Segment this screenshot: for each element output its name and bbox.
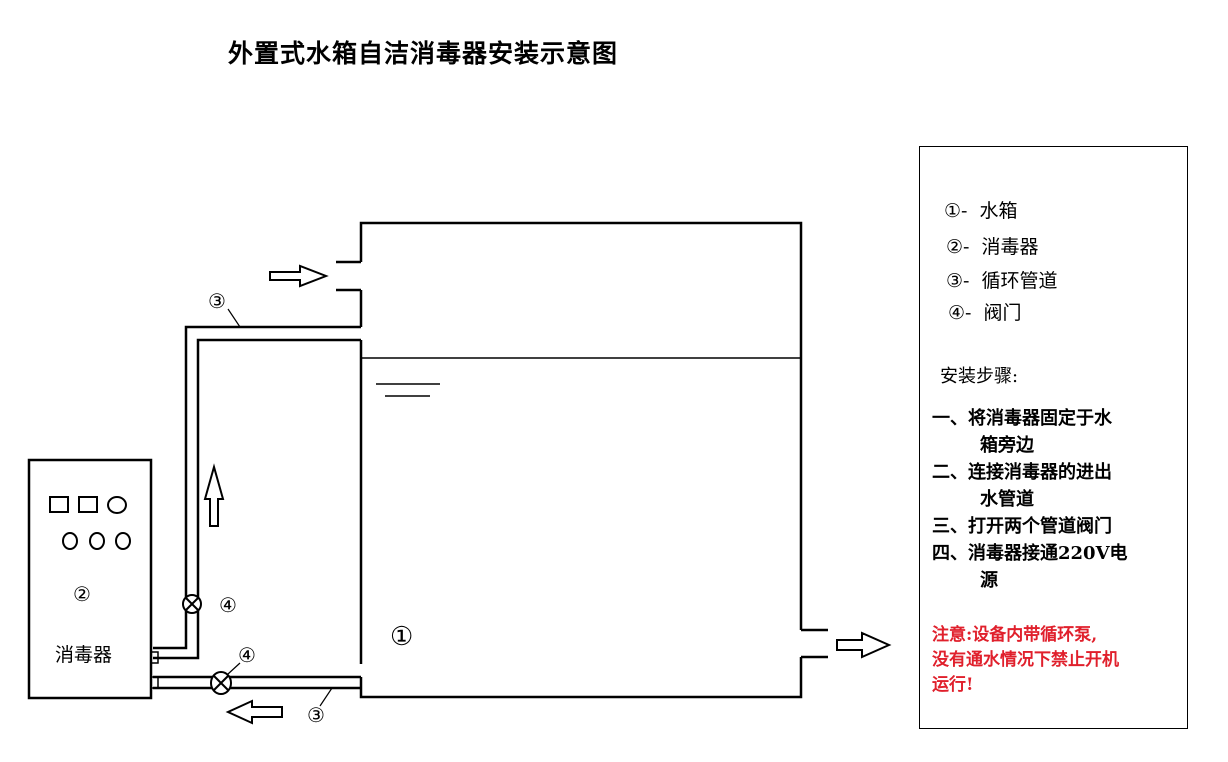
note-line-2: 没有通水情况下禁止开机 — [932, 650, 1119, 670]
callout-valve-upper: ④ — [219, 593, 237, 617]
step-3-line-1: 三、打开两个管道阀门 — [932, 516, 1112, 537]
water-tank — [359, 221, 803, 699]
leader-pipe-bottom — [319, 687, 333, 707]
disinfector-square-2 — [78, 496, 98, 513]
legend-item-4-num: ④- — [948, 302, 972, 324]
disinfector-knob-2 — [62, 532, 78, 550]
legend-item-1-num: ①- — [944, 200, 968, 222]
step-2-line-1: 二、连接消毒器的进出 — [932, 462, 1112, 483]
upper-pipe-outer — [153, 325, 361, 650]
callout-valve-lower: ④ — [238, 643, 256, 667]
tank-outline-right-lower — [359, 657, 803, 699]
callout-pipe-top: ③ — [208, 289, 226, 313]
legend-item-1: ①- 水箱 — [944, 196, 1018, 223]
valve-upper — [182, 594, 202, 614]
arrow-up-icon — [203, 463, 225, 527]
legend-item-2-text: 消毒器 — [981, 236, 1039, 258]
legend-item-2: ②- 消毒器 — [946, 232, 1039, 259]
upper-pipe-inner — [153, 338, 361, 660]
legend-item-4-text: 阀门 — [983, 302, 1022, 324]
legend-panel — [919, 146, 1188, 729]
disinfector-knob-4 — [115, 532, 131, 550]
valve-lower — [210, 671, 232, 695]
note-line-1: 注意:设备内带循环泵, — [932, 625, 1098, 645]
step-1-line-2: 箱旁边 — [980, 435, 1034, 456]
legend-item-3: ③- 循环管道 — [946, 266, 1058, 293]
arrow-outlet-icon — [836, 631, 892, 659]
disinfector-box — [27, 458, 153, 700]
tank-outline-left-upper — [359, 221, 803, 630]
callout-tank: ① — [390, 622, 414, 652]
step-2-line-2: 水管道 — [980, 489, 1034, 510]
legend-item-3-num: ③- — [946, 270, 970, 292]
leader-valve-lower — [227, 662, 241, 675]
legend-item-1-text: 水箱 — [979, 200, 1018, 222]
disinfector-port-upper — [150, 651, 159, 664]
disinfector-knob-3 — [89, 532, 105, 550]
legend-item-3-text: 循环管道 — [981, 270, 1058, 292]
steps-title: 安装步骤: — [940, 366, 1019, 387]
arrow-return-icon — [225, 699, 283, 725]
leader-pipe-top — [227, 308, 241, 328]
note-line-3: 运行! — [932, 675, 974, 695]
disinfector-port-lower — [150, 676, 159, 689]
legend-item-2-num: ②- — [946, 236, 970, 258]
legend-item-4: ④- 阀门 — [948, 298, 1022, 325]
step-4-line-2: 源 — [980, 570, 998, 591]
step-1-line-1: 一、将消毒器固定于水 — [932, 408, 1112, 429]
diagram-title: 外置式水箱自洁消毒器安装示意图 — [228, 39, 619, 68]
arrow-inlet-icon — [269, 264, 329, 288]
disinfector-knob-1 — [107, 496, 127, 514]
disinfector-label: 消毒器 — [55, 644, 113, 666]
callout-disinfector: ② — [73, 582, 91, 606]
disinfector-square-1 — [49, 496, 69, 513]
step-4-line-1: 四、消毒器接通220V电 — [932, 543, 1128, 564]
callout-pipe-bottom: ③ — [307, 703, 325, 727]
